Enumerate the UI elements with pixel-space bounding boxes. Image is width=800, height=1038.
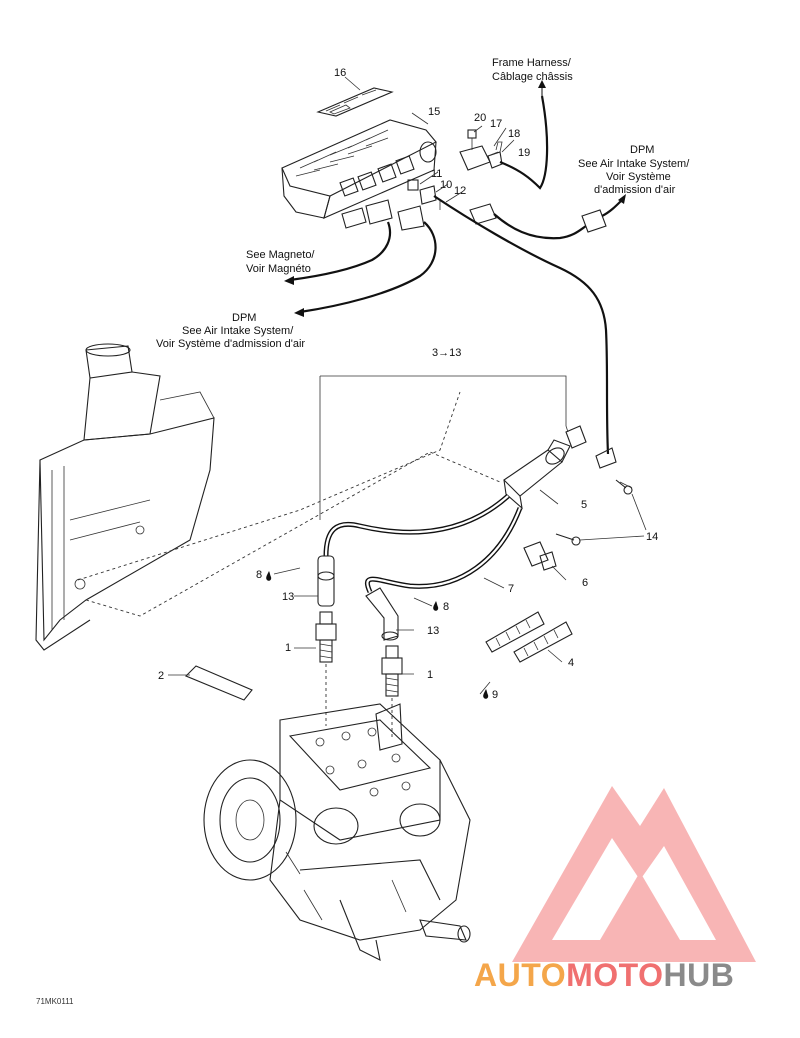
figure-code: 71MK0111 — [36, 997, 74, 1006]
callout-13-right: 13 — [427, 625, 439, 637]
watermark-text: AUTOMOTOHUB — [474, 957, 734, 993]
svg-text:Frame Harness/: Frame Harness/ — [492, 57, 572, 69]
callout-1-right: 1 — [427, 669, 433, 681]
frame-harness-arrow — [538, 80, 546, 96]
callout-2: 2 — [158, 670, 164, 682]
callout-16: 16 — [334, 67, 346, 79]
oil-tank — [35, 343, 215, 651]
svg-text:Voir Système d'admission d'air: Voir Système d'admission d'air — [156, 338, 305, 350]
svg-text:See Air Intake System/: See Air Intake System/ — [182, 325, 294, 337]
callout-6: 6 — [582, 577, 588, 589]
callout-12: 12 — [454, 185, 466, 197]
svg-text:See Air Intake System/: See Air Intake System/ — [578, 158, 690, 170]
harness-connector — [459, 95, 549, 190]
spark-plug-cap-left — [317, 555, 335, 607]
mpem-module — [281, 119, 437, 219]
callout-4: 4 — [568, 657, 574, 669]
bracket-3-13 — [319, 375, 567, 520]
spark-plug-left — [315, 611, 337, 663]
callout-14: 14 — [646, 531, 658, 543]
svg-text:Voir Système: Voir Système — [606, 171, 671, 183]
small-connectors — [407, 179, 626, 240]
callout-15: 15 — [428, 106, 440, 118]
ref-dpm-right: DPM See Air Intake System/ Voir Système … — [578, 144, 690, 196]
callout-20: 20 — [474, 112, 486, 124]
oil-drop-icon-8-left — [266, 571, 272, 581]
svg-text:DPM: DPM — [630, 144, 654, 156]
callout-3-13: 3→13 — [432, 347, 461, 359]
spark-plug-gauge — [185, 665, 253, 701]
hv-leads — [323, 494, 523, 594]
oil-drop-icon-8-right — [433, 601, 439, 611]
svg-text:Câblage châssis: Câblage châssis — [492, 71, 573, 83]
callout-5: 5 — [581, 499, 587, 511]
ignition-coil — [503, 425, 633, 510]
springs — [485, 611, 573, 663]
callout-13-left: 13 — [282, 591, 294, 603]
ref-frame-harness: Frame Harness/ Câblage châssis — [492, 57, 573, 83]
tank-ref-line-2 — [85, 451, 501, 617]
callout-18: 18 — [508, 128, 520, 140]
engine — [203, 703, 471, 961]
connector-6 — [523, 541, 557, 571]
ref-dpm-left: DPM See Air Intake System/ Voir Système … — [156, 312, 305, 350]
callout-11: 11 — [431, 168, 442, 180]
spark-plug-cap-right — [365, 587, 399, 641]
decal-plate — [316, 87, 394, 117]
tank-ref-line-1 — [77, 391, 461, 581]
oil-drop-icon-9 — [483, 689, 489, 699]
svg-text:DPM: DPM — [232, 312, 256, 324]
svg-text:See Magneto/: See Magneto/ — [246, 249, 315, 261]
leader-lines — [273, 125, 567, 695]
callout-7: 7 — [508, 583, 514, 595]
callout-17: 17 — [490, 118, 502, 130]
watermark-logo — [512, 786, 756, 962]
callout-19: 19 — [518, 147, 530, 159]
screws-14 — [555, 479, 633, 546]
svg-text:d'admission d'air: d'admission d'air — [594, 184, 676, 196]
callout-8-left: 8 — [256, 569, 262, 581]
callout-9: 9 — [492, 689, 498, 701]
callout-1-left: 1 — [285, 642, 291, 654]
module-side-connectors — [284, 195, 610, 455]
svg-text:Voir Magnéto: Voir Magnéto — [246, 263, 311, 275]
callout-8-right: 8 — [443, 601, 449, 613]
ref-magneto: See Magneto/ Voir Magnéto — [246, 249, 315, 275]
spark-plug-right — [381, 645, 403, 697]
